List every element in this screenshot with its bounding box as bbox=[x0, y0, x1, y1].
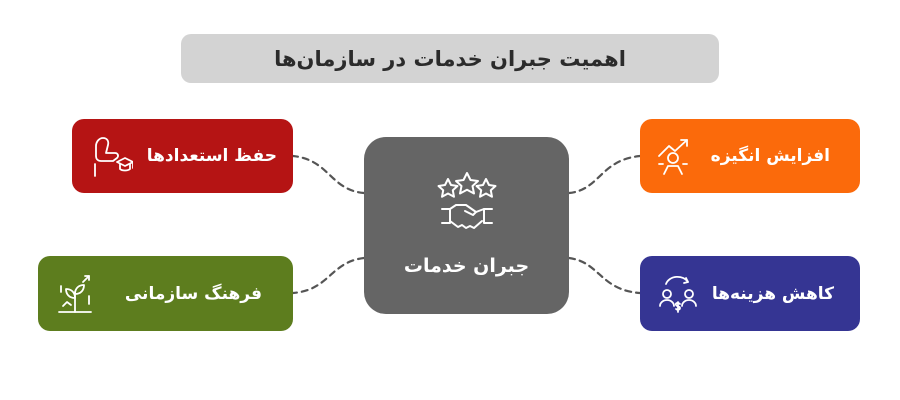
people-exchange-dollar-icon bbox=[656, 272, 700, 316]
center-node: جبران خدمات bbox=[364, 137, 569, 314]
page-title: اهمیت جبران خدمات در سازمان‌ها bbox=[274, 46, 626, 71]
node-talent: حفظ استعدادها bbox=[72, 119, 293, 193]
node-motivation: افزایش انگیزه bbox=[640, 119, 860, 193]
connector-talent bbox=[291, 154, 366, 195]
handshake-stars-icon bbox=[434, 167, 500, 233]
node-label-culture: فرهنگ سازمانی bbox=[124, 283, 262, 304]
node-label-motivation: افزایش انگیزه bbox=[710, 146, 830, 166]
center-label: جبران خدمات bbox=[403, 255, 530, 277]
connector-cost bbox=[567, 256, 642, 295]
node-label-cost: کاهش هزینه‌ها bbox=[711, 283, 834, 304]
node-cost: کاهش هزینه‌ها bbox=[640, 256, 860, 331]
node-culture: فرهنگ سازمانی bbox=[38, 256, 293, 331]
plant-growth-icon bbox=[53, 272, 97, 316]
title-banner: اهمیت جبران خدمات در سازمان‌ها bbox=[181, 34, 719, 83]
growth-person-icon bbox=[651, 134, 695, 178]
hand-graduation-cap-icon bbox=[89, 134, 133, 178]
connector-culture bbox=[291, 256, 366, 295]
node-label-talent: حفظ استعدادها bbox=[146, 146, 277, 166]
connector-motivation bbox=[567, 154, 642, 195]
